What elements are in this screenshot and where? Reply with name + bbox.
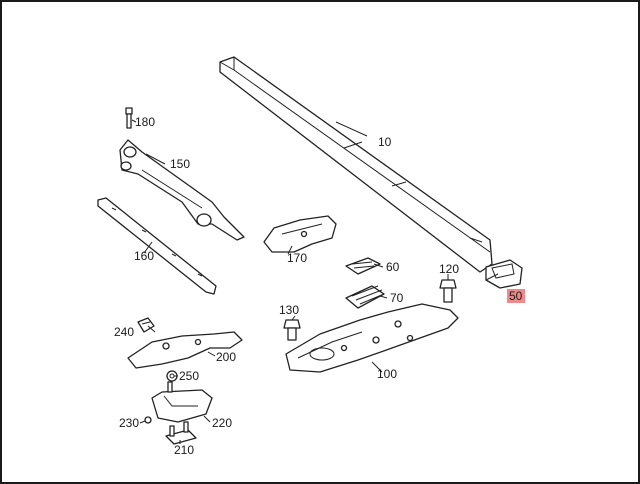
callout-240[interactable]: 240	[114, 325, 134, 339]
part-250-nut[interactable]	[166, 370, 178, 382]
callout-220[interactable]: 220	[212, 416, 232, 430]
part-170-bracket[interactable]	[263, 215, 337, 253]
callout-200[interactable]: 200	[216, 350, 236, 364]
callout-230[interactable]: 230	[119, 416, 139, 430]
leader-lines	[131, 119, 449, 444]
callout-210[interactable]: 210	[174, 443, 194, 457]
part-10-beam[interactable]	[219, 56, 493, 273]
part-230-bolt[interactable]	[144, 416, 152, 424]
callout-60[interactable]: 60	[386, 260, 400, 274]
part-130-bolt[interactable]	[283, 319, 301, 341]
callout-100[interactable]: 100	[377, 367, 397, 381]
part-60-block[interactable]	[345, 257, 381, 275]
callout-160[interactable]: 160	[134, 249, 154, 263]
callout-70[interactable]: 70	[390, 291, 404, 305]
part-210-bracket[interactable]	[165, 421, 197, 445]
callout-250[interactable]: 250	[179, 369, 199, 383]
part-220-bracket[interactable]	[151, 381, 213, 423]
part-120-bolt[interactable]	[439, 279, 457, 303]
callout-170[interactable]: 170	[287, 251, 307, 265]
callout-10[interactable]: 10	[378, 135, 392, 149]
part-70-pad[interactable]	[345, 285, 385, 309]
part-180-bolt[interactable]	[125, 107, 133, 129]
callout-50-highlight	[507, 289, 525, 303]
part-240-clip[interactable]	[137, 317, 155, 333]
part-200-bracket[interactable]	[127, 331, 243, 369]
part-50-bracket[interactable]	[485, 259, 523, 289]
callout-180[interactable]: 180	[135, 115, 155, 129]
part-160-strip[interactable]	[97, 197, 217, 295]
part-100-plate[interactable]	[285, 303, 459, 373]
callout-50[interactable]: 50	[509, 289, 523, 303]
part-150-bracket[interactable]	[119, 139, 245, 241]
callout-150[interactable]: 150	[170, 157, 190, 171]
callout-130[interactable]: 130	[279, 303, 299, 317]
callout-120[interactable]: 120	[439, 262, 459, 276]
